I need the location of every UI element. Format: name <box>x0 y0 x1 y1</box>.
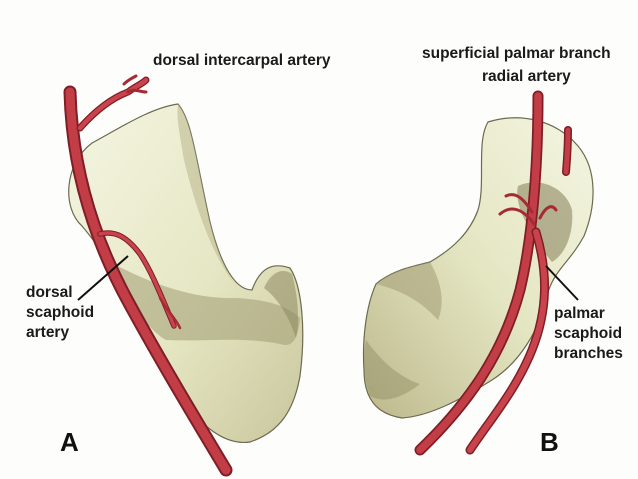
label-line-dorsal: dorsal <box>26 284 73 301</box>
label-line-artery: artery <box>26 324 70 341</box>
panel-label-b: B <box>540 427 559 457</box>
label-radial-artery: radial artery <box>482 68 571 85</box>
label-superficial-palmar-branch: superficial palmar branch <box>422 45 611 62</box>
label-line-palmar: palmar <box>554 305 605 322</box>
label-dorsal-scaphoid-artery: dorsal scaphoid artery <box>26 283 94 343</box>
palmar-scaphoid-leader <box>545 265 579 301</box>
scaphoid-bone-dorsal <box>68 103 304 443</box>
label-line-scaphoid-b: scaphoid <box>554 325 623 342</box>
dorsal-arteries <box>63 74 233 477</box>
dorsal-scaphoid-leader <box>77 255 129 301</box>
panel-label-a: A <box>60 427 79 457</box>
label-line-scaphoid: scaphoid <box>26 304 95 321</box>
label-line-branches: branches <box>554 345 623 362</box>
palmar-arteries <box>414 90 572 456</box>
label-palmar-scaphoid-branches: palmar scaphoid branches <box>554 304 623 364</box>
label-dorsal-intercarpal-artery: dorsal intercarpal artery <box>153 52 331 69</box>
